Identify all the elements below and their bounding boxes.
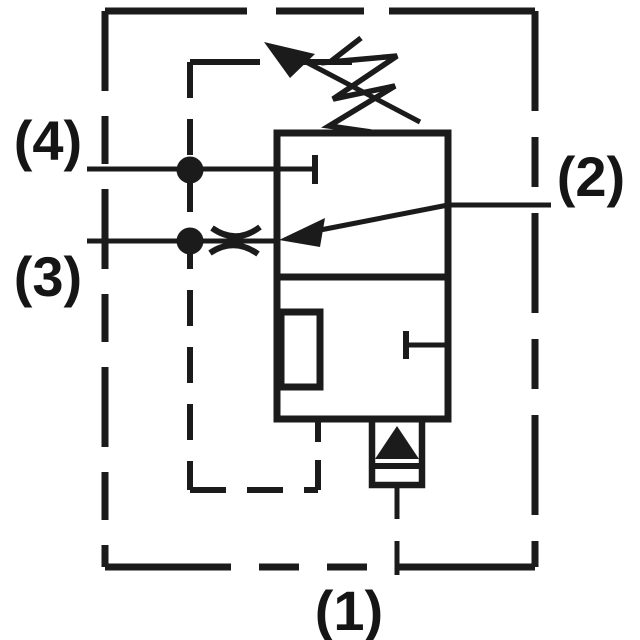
port3-connection: [87, 224, 278, 257]
port-label-3: (3): [14, 245, 82, 308]
orifice-icon-top-arc: [210, 224, 262, 240]
spring-adjustment-group: [264, 35, 422, 135]
orifice-icon-bottom-arc: [208, 242, 260, 257]
adjustment-arrow-icon: [264, 42, 315, 78]
spool-box: [277, 308, 324, 391]
junction-dot-lower: [176, 227, 204, 255]
spring-icon: [320, 35, 399, 135]
pilot-sense-arrow-shaft: [309, 202, 449, 235]
pilot-drain-path: [187, 59, 352, 493]
boundary-box: [101, 7, 539, 571]
pilot-sense-arrow-icon: [279, 218, 325, 247]
check-valve: [368, 415, 426, 583]
port4-connection: [87, 155, 318, 184]
port-label-1: (1): [315, 579, 383, 640]
junction-dot-upper: [176, 156, 204, 184]
port2-connection: [279, 202, 551, 247]
valve-body: [273, 129, 452, 423]
check-valve-poppet-icon: [375, 426, 419, 459]
port-label-4: (4): [14, 109, 82, 172]
adjustment-arrow-shaft: [287, 50, 422, 125]
port-label-2: (2): [557, 145, 625, 208]
